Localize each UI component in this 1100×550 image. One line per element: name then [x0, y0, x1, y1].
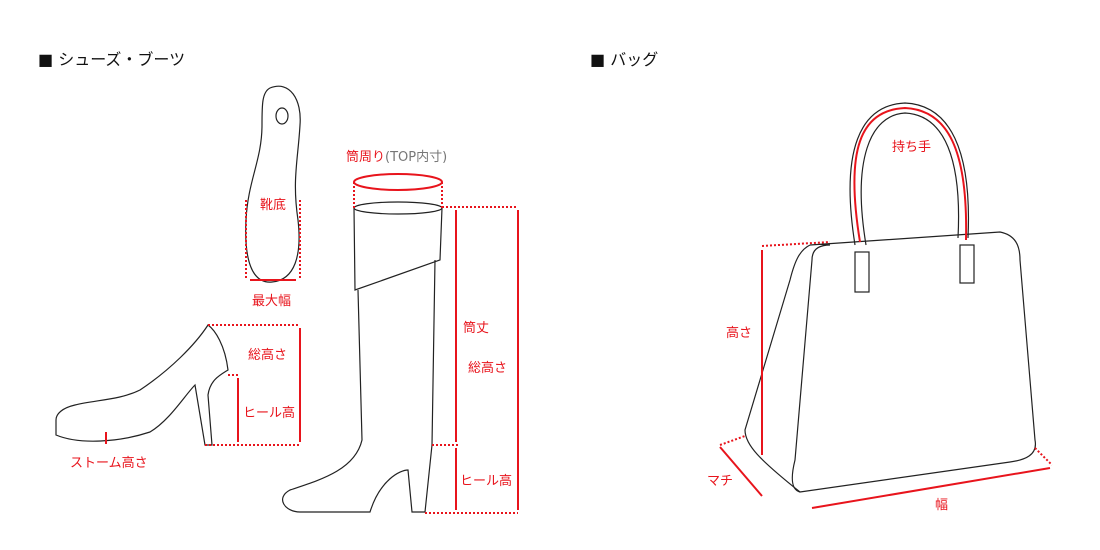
label-bag-height: 高さ	[726, 326, 753, 341]
label-pump-total-height: 総高さ	[248, 348, 288, 363]
label-boot-heel-height: ヒール高	[460, 474, 513, 489]
label-shaft-circumference: 筒周り(TOP内寸)	[346, 146, 447, 165]
boot-measure-lines	[353, 173, 519, 514]
label-bag-width: 幅	[935, 498, 949, 513]
boot-drawing	[282, 201, 443, 513]
sole-measure-lines	[245, 200, 301, 281]
label-shaft-height: 筒丈	[463, 321, 490, 336]
bag-measure-lines	[719, 106, 1053, 509]
bag-drawing	[744, 102, 1037, 493]
shaft-circ-note: (TOP内寸)	[385, 150, 448, 165]
label-platform-height: ストーム高さ	[70, 456, 148, 471]
label-pump-heel-height: ヒール高	[243, 406, 296, 421]
pump-drawing	[55, 324, 229, 446]
section-title-shoes: ■ シューズ・ブーツ	[38, 50, 186, 69]
section-title-bag: ■ バッグ	[590, 50, 659, 69]
label-handle: 持ち手	[892, 140, 932, 155]
label-gusset: マチ	[707, 474, 734, 489]
label-max-width: 最大幅	[252, 294, 292, 309]
shaft-circ-text: 筒周り	[346, 150, 386, 165]
label-sole: 靴底	[260, 198, 287, 213]
label-boot-total-height: 総高さ	[468, 361, 508, 376]
pump-measure-lines	[105, 324, 301, 446]
shoe-sole-drawing	[245, 85, 301, 283]
